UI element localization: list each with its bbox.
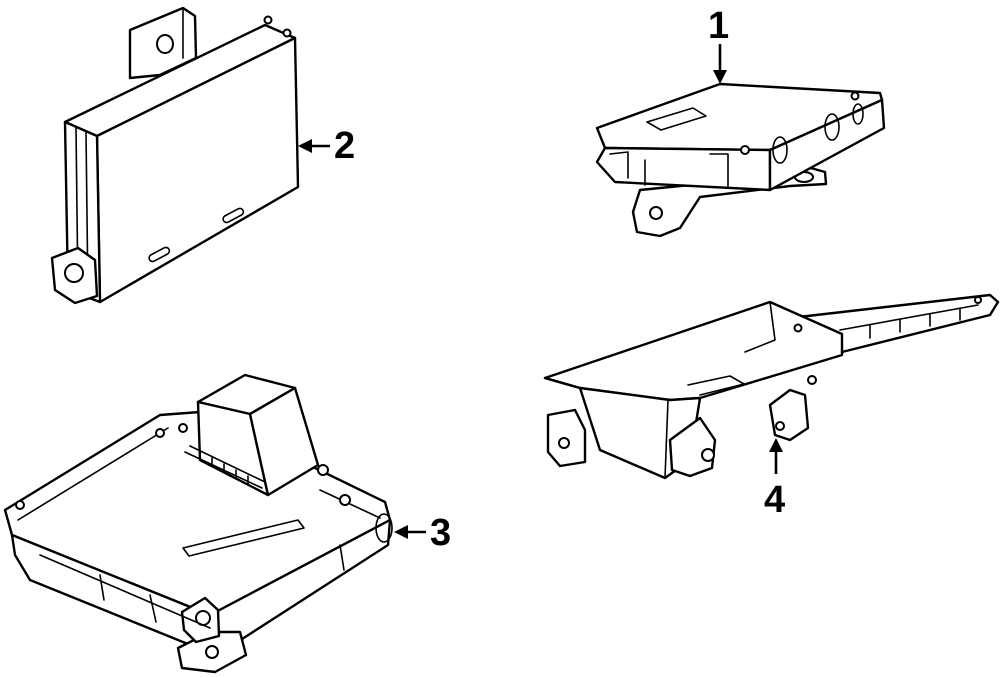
part-2-tab-hole <box>156 34 174 54</box>
part-3-top-face <box>3 410 392 632</box>
part-1-control-module <box>595 82 886 238</box>
part-2-ear-hole <box>64 263 84 283</box>
part-3-connector-side <box>248 386 320 497</box>
part-3-pin-row <box>184 445 266 489</box>
part-4-hook <box>768 388 810 442</box>
part-3-label-slot <box>182 519 305 557</box>
callout-3-arrow <box>394 525 408 539</box>
callout-1: 1 <box>708 5 729 84</box>
callout-2-arrow <box>298 139 312 153</box>
part-2-control-module <box>50 6 300 305</box>
part-4-right-ear <box>668 416 717 478</box>
part-4-tray-top <box>543 300 844 402</box>
callout-4-label: 4 <box>764 479 785 521</box>
part-2-slot-upper <box>222 207 245 224</box>
callout-2: 2 <box>298 125 355 167</box>
part-4-mounting-bracket <box>543 293 1000 480</box>
callout-3: 3 <box>394 512 451 554</box>
callout-3-label: 3 <box>430 512 451 554</box>
part-2-slot-lower <box>148 246 171 263</box>
callout-1-label: 1 <box>708 5 729 47</box>
callout-4-arrow <box>769 438 783 452</box>
part-3-control-module <box>3 373 393 674</box>
callout-2-label: 2 <box>334 125 355 167</box>
callout-4: 4 <box>764 438 785 521</box>
part-1-raised-pad <box>646 107 707 131</box>
callout-1-arrow <box>713 70 727 84</box>
